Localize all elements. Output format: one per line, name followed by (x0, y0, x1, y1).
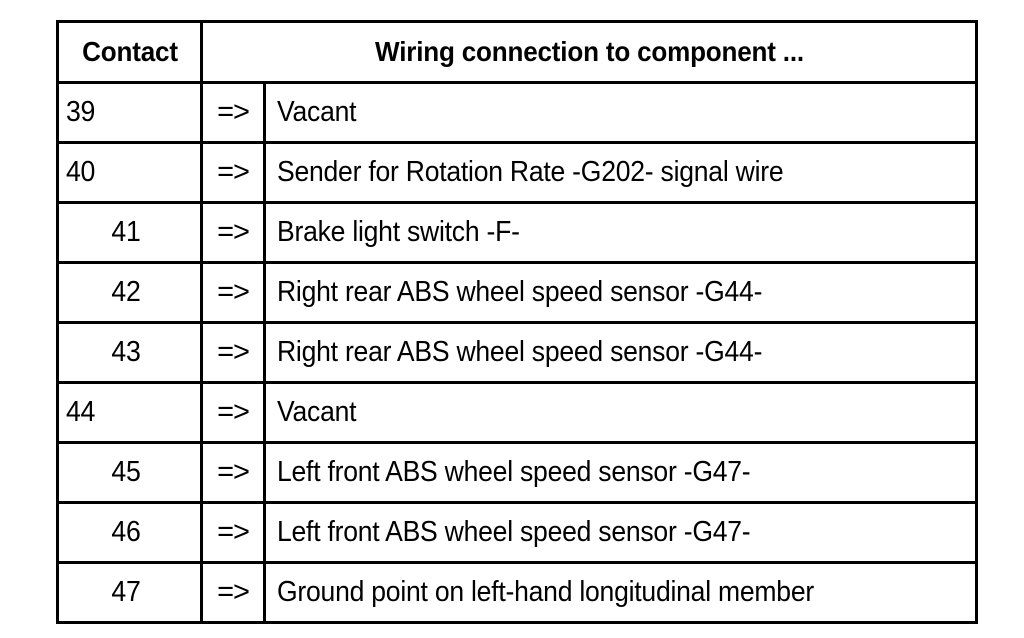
cell-description: Right rear ABS wheel speed sensor -G44- (263, 321, 978, 384)
table-body: 39 => Vacant 40 => Sender for Rotation Rate -… (56, 81, 978, 624)
description-text: Brake light switch -F- (277, 216, 520, 248)
table-row: 43 => Right rear ABS wheel speed sensor -G… (56, 321, 978, 384)
description-text: Vacant (277, 96, 357, 128)
arrow-icon: => (200, 501, 266, 564)
cell-contact-number: 46 (56, 501, 203, 564)
cell-description: Sender for Rotation Rate -G202- signal w… (263, 141, 978, 204)
table-row: 45 => Left front ABS wheel speed sensor -G… (56, 441, 978, 504)
column-header-wiring-connection: Wiring connection to component ... (227, 20, 951, 84)
description-text: Vacant (277, 396, 357, 428)
arrow-icon: => (200, 201, 266, 264)
arrow-icon: => (200, 381, 266, 444)
arrow-icon: => (200, 561, 266, 624)
table-head: Contact Wiring connection to component .… (58, 20, 977, 84)
cell-description: Vacant (263, 81, 978, 144)
cell-description: Left front ABS wheel speed sensor -G47- (263, 441, 978, 504)
cell-description: Left front ABS wheel speed sensor -G47- (263, 501, 978, 564)
table-row: 47 => Ground point on left-hand longitudin… (56, 561, 978, 624)
description-text: Left front ABS wheel speed sensor -G47- (277, 456, 751, 488)
arrow-icon: => (200, 81, 266, 144)
contact-number-text: 42 (111, 276, 141, 308)
cell-contact-number: 47 (56, 561, 203, 624)
contact-number-text: 39 (66, 96, 96, 128)
arrow-icon: => (200, 321, 266, 384)
description-text: Left front ABS wheel speed sensor -G47- (277, 516, 751, 548)
contact-number-text: 46 (111, 516, 141, 548)
cell-description: Vacant (263, 381, 978, 444)
arrow-icon: => (200, 261, 266, 324)
cell-contact-number: 40 (56, 141, 203, 204)
wiring-connection-table: Contact Wiring connection to component .… (56, 20, 978, 624)
contact-number-text: 44 (66, 396, 96, 428)
description-text: Sender for Rotation Rate -G202- signal w… (277, 156, 784, 188)
description-text: Right rear ABS wheel speed sensor -G44- (277, 336, 763, 368)
contact-number-text: 41 (111, 216, 141, 248)
table-row: 40 => Sender for Rotation Rate -G202- sign… (56, 141, 978, 204)
contact-number-text: 45 (111, 456, 141, 488)
table-row: 39 => Vacant (56, 81, 978, 144)
cell-contact-number: 44 (56, 381, 203, 444)
table-row: 44 => Vacant (56, 381, 978, 444)
cell-description: Ground point on left-hand longitudinal m… (263, 561, 978, 624)
cell-contact-number: 42 (56, 261, 203, 324)
cell-description: Brake light switch -F- (263, 201, 978, 264)
cell-description: Right rear ABS wheel speed sensor -G44- (263, 261, 978, 324)
description-text: Ground point on left-hand longitudinal m… (277, 576, 814, 608)
contact-number-text: 40 (66, 156, 96, 188)
contact-number-text: 43 (111, 336, 141, 368)
description-text: Right rear ABS wheel speed sensor -G44- (277, 276, 763, 308)
table-row: 41 => Brake light switch -F- (56, 201, 978, 264)
arrow-icon: => (200, 141, 266, 204)
cell-contact-number: 43 (56, 321, 203, 384)
cell-contact-number: 45 (56, 441, 203, 504)
cell-contact-number: 41 (56, 201, 203, 264)
cell-contact-number: 39 (56, 81, 203, 144)
column-header-contact: Contact (61, 20, 198, 84)
table-row: 42 => Right rear ABS wheel speed sensor -G… (56, 261, 978, 324)
arrow-icon: => (200, 441, 266, 504)
contact-number-text: 47 (111, 576, 141, 608)
table-header-row: Contact Wiring connection to component .… (58, 20, 977, 84)
table-row: 46 => Left front ABS wheel speed sensor -G… (56, 501, 978, 564)
